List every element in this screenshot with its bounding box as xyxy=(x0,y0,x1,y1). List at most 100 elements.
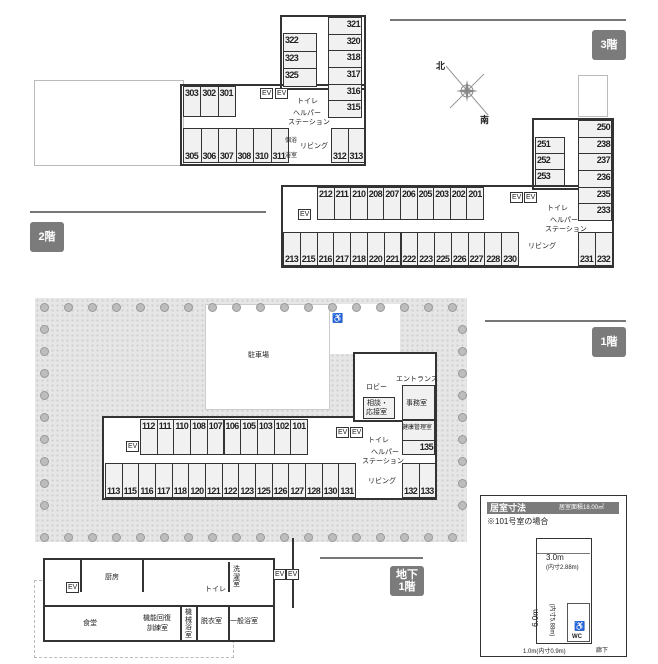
room-number: 207 xyxy=(385,189,399,199)
tree-icon xyxy=(458,457,467,466)
room-108: 108 xyxy=(190,419,208,455)
elevator: EV xyxy=(298,209,312,220)
tree-icon xyxy=(40,479,49,488)
room-312: 312 xyxy=(331,128,349,163)
helper-station-label: ステーション xyxy=(545,226,587,233)
helper-station-label: ヘルパー xyxy=(371,449,399,456)
tree-icon xyxy=(40,391,49,400)
room-321: 321 xyxy=(328,17,362,35)
room-230: 230 xyxy=(501,232,519,266)
wall xyxy=(80,560,82,592)
tree-icon xyxy=(458,435,467,444)
room-215: 215 xyxy=(299,232,318,266)
room-310: 310 xyxy=(253,128,272,163)
room-number: 211 xyxy=(335,189,349,199)
room-number: 308 xyxy=(237,151,252,161)
compass-north: 北 xyxy=(436,61,446,71)
room-number: 323 xyxy=(285,52,299,63)
toilet-label: トイレ xyxy=(297,98,318,105)
wall xyxy=(196,607,198,642)
room-206: 206 xyxy=(400,187,418,220)
room-number: 317 xyxy=(346,69,361,79)
general-bath-label: 一般浴室 xyxy=(230,618,258,625)
laundry-label: 洗濯室 xyxy=(233,566,240,588)
floor-2-main-wing xyxy=(281,185,614,268)
tree-icon xyxy=(40,435,49,444)
helper-station-label: ヘルパー xyxy=(550,217,578,224)
floor-2-east-wing xyxy=(532,118,614,190)
room-135: 135 xyxy=(402,440,435,455)
wall xyxy=(228,562,230,592)
room-316: 316 xyxy=(328,83,362,102)
room-number: 110 xyxy=(175,421,189,431)
elevator: EV xyxy=(260,88,274,99)
room-number: 117 xyxy=(157,486,170,496)
room-121: 121 xyxy=(205,463,223,498)
floor-3-rule xyxy=(390,19,626,21)
room-number: 312 xyxy=(333,151,347,161)
living-label: リビング xyxy=(368,478,396,485)
room-size-title: 居室寸法 xyxy=(490,503,527,513)
room-number: 102 xyxy=(275,421,290,431)
room-213: 213 xyxy=(283,232,301,266)
room-number: 105 xyxy=(242,421,256,431)
tree-icon xyxy=(232,303,241,312)
room-size-header xyxy=(487,502,619,514)
wc-label: WC xyxy=(572,634,582,640)
room-322: 322 xyxy=(283,33,317,52)
room-220: 220 xyxy=(366,232,385,266)
elevator: EV xyxy=(286,569,300,580)
helper-station-label: ステーション xyxy=(362,458,404,465)
room-area: 居室面積18.00㎡ xyxy=(559,505,605,511)
living-label: リビング xyxy=(300,143,328,150)
tree-icon xyxy=(280,533,289,542)
room-110: 110 xyxy=(173,419,192,455)
tree-icon xyxy=(88,303,97,312)
tree-icon xyxy=(40,413,49,422)
room-208: 208 xyxy=(366,187,385,220)
room-113: 113 xyxy=(105,463,123,498)
entrance-label: エントランス xyxy=(396,376,438,383)
room-number: 310 xyxy=(255,151,269,161)
room-227: 227 xyxy=(467,232,486,266)
tree-icon xyxy=(304,303,313,312)
room-number: 203 xyxy=(435,189,449,199)
helper-station-label: ヘルパー xyxy=(293,110,321,117)
room-number: 111 xyxy=(158,421,172,431)
consult-label: 相談・ xyxy=(367,400,388,407)
room-221: 221 xyxy=(383,232,402,266)
tree-icon xyxy=(458,479,467,488)
room-number: 218 xyxy=(352,254,366,264)
room-number: 226 xyxy=(452,254,467,264)
room-number: 116 xyxy=(140,486,154,496)
tree-icon xyxy=(352,303,361,312)
room-number: 217 xyxy=(335,254,349,264)
room-132: 132 xyxy=(402,463,420,498)
room-112: 112 xyxy=(140,419,158,455)
room-number: 316 xyxy=(346,85,361,96)
elevator: EV xyxy=(126,441,140,452)
room-size-panel: 居室寸法 居室面積18.00㎡ ※101号室の場合 3.0m (内寸2.88m)… xyxy=(480,495,627,657)
room-number: 112 xyxy=(142,421,155,431)
room-205: 205 xyxy=(416,187,435,220)
room-307: 307 xyxy=(218,128,237,163)
tree-icon xyxy=(184,533,193,542)
room-111: 111 xyxy=(156,419,175,455)
tree-icon xyxy=(64,303,73,312)
room-number: 311 xyxy=(272,151,286,161)
tree-icon xyxy=(136,303,145,312)
tree-icon xyxy=(40,501,49,510)
tree-icon xyxy=(458,325,467,334)
room-308: 308 xyxy=(235,128,254,163)
compass-icon xyxy=(445,65,489,116)
tree-icon xyxy=(160,303,169,312)
floor-3-badge: 3階 xyxy=(592,30,626,60)
room-236: 236 xyxy=(578,170,612,188)
tree-icon xyxy=(352,533,361,542)
room-number: 320 xyxy=(346,35,361,46)
room-width: 3.0m xyxy=(546,553,564,562)
bath-label: 浴室 xyxy=(285,153,298,159)
room-depth: 6.0m xyxy=(530,609,540,627)
room-203: 203 xyxy=(433,187,451,220)
